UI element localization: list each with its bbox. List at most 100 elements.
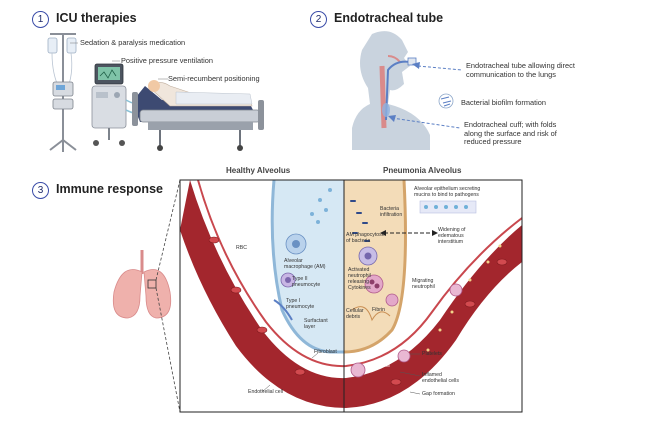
label-surfactant-line2: layer	[304, 324, 316, 330]
label-am-phagocytose: AM phagocytose of bacteria	[346, 232, 385, 244]
label-epithelium-line2: mucins to bind to pathogens	[414, 192, 479, 198]
label-amphag-line2: of bacteria	[346, 238, 371, 244]
neutrophil-in-vessel-icon	[350, 283, 463, 378]
migrating-neutrophil-icon	[385, 293, 399, 307]
section-1-number: 1	[32, 11, 49, 28]
immune-panel-frame	[179, 179, 523, 413]
surfactant-icon	[310, 188, 332, 224]
label-inflamed-endothelial: Inflamed endothelial cells	[422, 372, 459, 384]
label-epithelium-line1: Alveolar epithelium secreting	[414, 186, 481, 192]
head-silhouette	[352, 31, 430, 150]
mucin-dots	[424, 205, 468, 209]
label-am-line1: Alveolar	[284, 258, 303, 264]
label-widening: Widening of edematous interstitium	[438, 227, 465, 245]
iv-bag-icon	[47, 37, 77, 93]
label-cuff-line3: reduced pressure	[464, 137, 522, 146]
infusion-pump-icon	[52, 81, 74, 110]
column-title-pneumonia: Pneumonia Alveolus	[383, 166, 462, 175]
label-neutrophil: Neutrophil	[366, 363, 390, 369]
widening-arrow	[380, 230, 438, 236]
label-type1-line2: pneumocyte	[286, 304, 315, 310]
am-phagocytose-icon	[358, 246, 378, 266]
label-ett-tube-line1: Endotracheal tube allowing direct	[466, 61, 575, 70]
label-widening-line1: Widening of	[438, 227, 466, 233]
label-fibrin: Fibrin	[372, 307, 385, 313]
zoom-line-bottom	[155, 287, 181, 413]
label-inflamed-line1: Inflamed	[422, 372, 442, 378]
arrow-cuff	[388, 115, 461, 129]
label-migrating-line2: neutrophil	[412, 284, 435, 290]
label-bacteria-infiltration: Bacteria infiltration	[380, 206, 402, 218]
label-rbc: RBC	[236, 245, 247, 251]
label-surfactant-line1: Surfactant	[304, 318, 328, 324]
label-cellular-debris: Cellular debris	[346, 308, 364, 320]
label-ett-tube-line2: communication to the lungs	[466, 69, 556, 79]
label-alveolar-epithelium: Alveolar epithelium secreting mucins to …	[414, 186, 480, 198]
section-2-title: Endotracheal tube	[334, 11, 444, 25]
biofilm-icon	[438, 93, 454, 109]
healthy-alveolus	[272, 180, 344, 352]
label-activated-line3: releasing	[348, 279, 370, 285]
label-ett-tube: Endotracheal tube allowing direct commun…	[466, 61, 575, 79]
label-cuff: Endotracheal cuff; with folds along the …	[464, 120, 557, 147]
label-sedation: Sedation & paralysis medication	[80, 38, 186, 47]
label-bacteria-line2: infiltration	[380, 212, 403, 218]
type2-pneumocyte-icon	[280, 272, 296, 288]
label-semi-recumbent: Semi-recumbent positioning	[168, 74, 260, 83]
label-am-line2: macrophage (AM)	[284, 264, 326, 270]
label-inflamed-line2: endothelial cells	[422, 378, 459, 384]
label-bacteria-line1: Bacteria	[380, 206, 400, 212]
zoom-line-top	[155, 179, 181, 281]
label-biofilm: Bacterial biofilm formation	[461, 98, 547, 107]
label-migrating-line1: Migrating	[412, 278, 434, 284]
label-type1: Type I pneumocyte	[286, 298, 314, 310]
section-1-title: ICU therapies	[56, 11, 137, 25]
label-amphag-line1: AM phagocytose	[346, 232, 385, 238]
platelet-icons	[426, 244, 502, 352]
section-3-title: Immune response	[56, 182, 163, 196]
label-activated-neutrophil: Activated neutrophil releasing Cytokines	[348, 267, 371, 291]
airway-icon	[379, 55, 401, 129]
label-widening-line3: interstitium	[438, 239, 464, 245]
section-3-number: 3	[32, 182, 49, 199]
patient-icon	[148, 80, 253, 107]
label-type2: Type II pneumocyte	[292, 276, 320, 288]
label-activated-line2: neutrophil	[348, 273, 371, 279]
lungs-icon	[112, 250, 172, 319]
label-type1-line1: Type I	[286, 298, 301, 304]
label-debris-line2: debris	[346, 314, 361, 320]
arrow-tube	[412, 62, 463, 71]
label-type2-line1: Type II	[292, 276, 308, 282]
pneumonia-alveolus	[344, 180, 406, 352]
blood-vessel	[180, 180, 522, 408]
label-endothelial: Endothelial cell	[248, 389, 283, 395]
activated-neutrophil-icon	[364, 274, 384, 294]
label-activated-line4: Cytokines	[348, 285, 371, 291]
label-type2-line2: pneumocyte	[292, 282, 321, 288]
label-cuff-line2: along the surface and risk of	[464, 128, 557, 138]
label-fibroblast: Fibroblast	[314, 349, 337, 355]
alveolar-macrophage-icon	[285, 233, 307, 255]
label-migrating-neutrophil: Migrating neutrophil	[412, 278, 435, 290]
ventilator-icon	[91, 63, 161, 146]
bacteria-icons	[350, 200, 370, 242]
label-surfactant: Surfactant layer	[304, 318, 328, 330]
immune-leader-lines	[261, 352, 421, 395]
column-title-healthy: Healthy Alveolus	[226, 166, 291, 175]
section-2-number: 2	[310, 11, 327, 28]
type1-pneumocyte-icon	[273, 299, 293, 321]
rbc-icons	[208, 236, 508, 386]
label-widening-line2: edematous	[438, 233, 464, 239]
fibrin-icon	[351, 306, 391, 322]
label-debris-line1: Cellular	[346, 308, 364, 314]
label-positive-pressure: Positive pressure ventilation	[121, 56, 214, 65]
label-alveolar-macrophage: Alveolar macrophage (AM)	[284, 258, 326, 270]
label-activated-line1: Activated	[348, 267, 370, 273]
label-cuff-line1: Endotracheal cuff; with folds	[464, 120, 557, 129]
endotracheal-tube-icon	[382, 57, 417, 121]
label-platelets: Platelets	[422, 351, 442, 357]
label-gap-formation: Gap formation	[422, 391, 455, 397]
